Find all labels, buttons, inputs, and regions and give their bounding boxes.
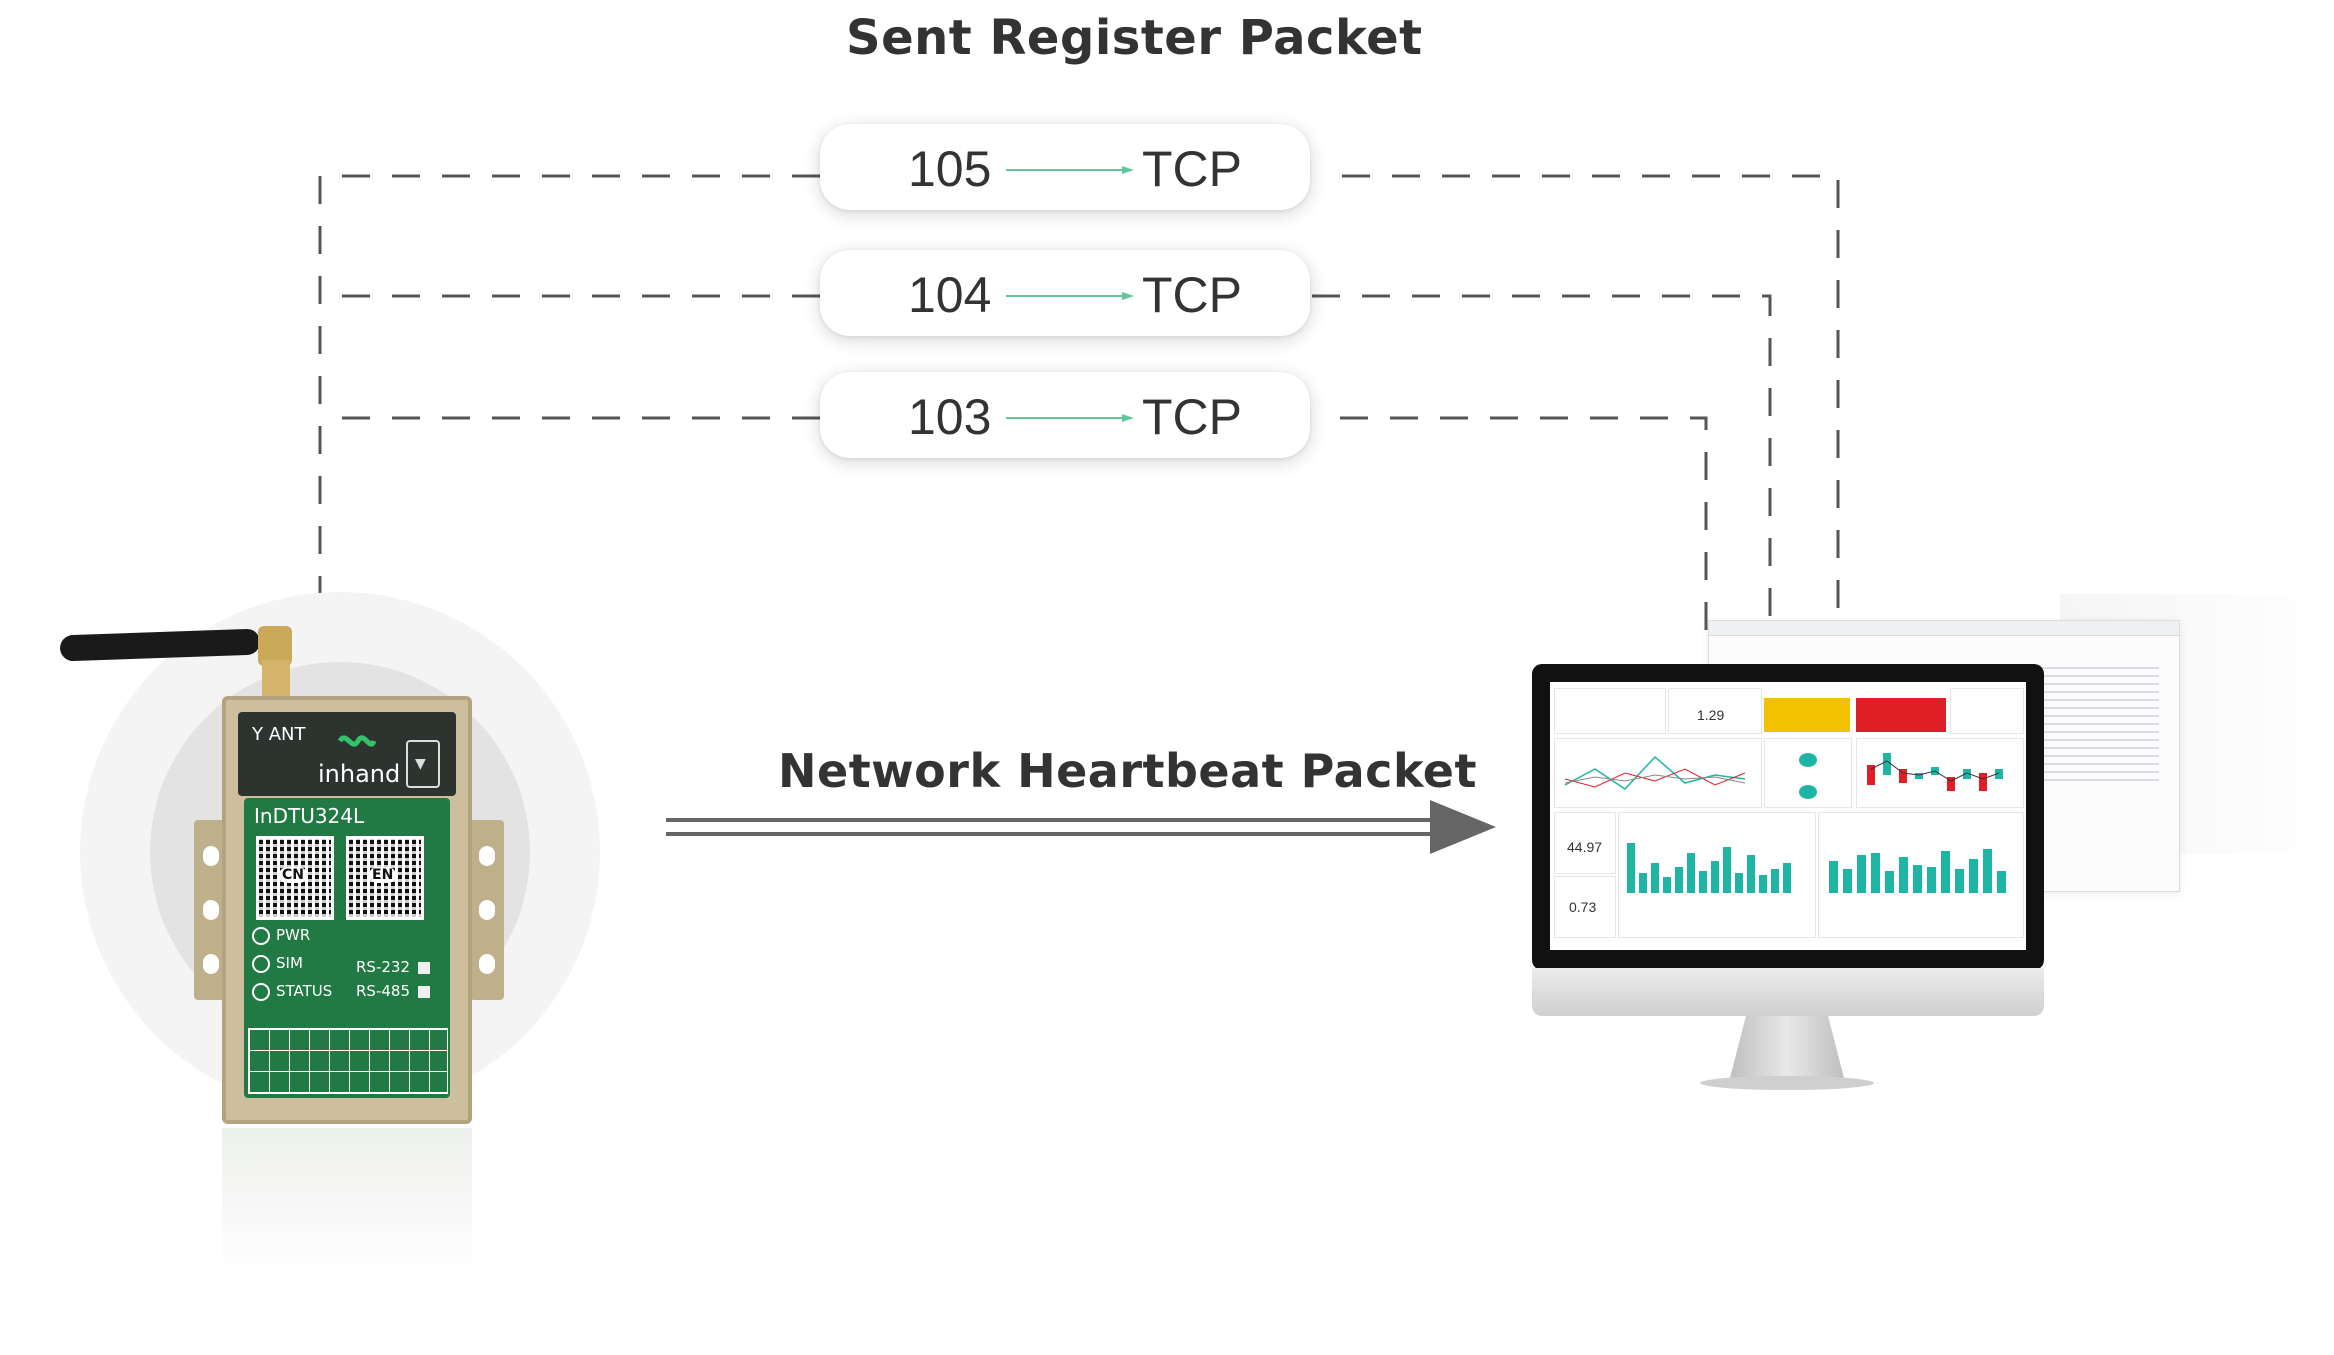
waterfall-chart-card: [1856, 738, 2024, 808]
bar-chart: [1829, 849, 2006, 893]
device-top-panel: Y ANT inhand ▼: [238, 712, 456, 796]
dashboard-card: [1950, 688, 2024, 734]
antenna-label-text: ANT: [268, 724, 306, 745]
port-indicator-icon: [418, 961, 430, 974]
kpi-value: 44.97: [1567, 839, 1603, 855]
device-model: InDTU324L: [254, 804, 365, 828]
line-chart: [1564, 755, 1746, 790]
tree-list: [2039, 661, 2159, 781]
led-pwr: PWR: [252, 926, 310, 945]
monitor-foot: [1700, 1076, 1874, 1090]
line-105-right: [1342, 174, 1840, 620]
waterfall-chart: [1867, 753, 2003, 791]
register-title: Sent Register Packet: [846, 10, 1423, 66]
led-icon: [252, 954, 270, 973]
led-label: STATUS: [276, 982, 333, 1000]
line-104-right: [1312, 294, 1772, 640]
antenna-connector: [262, 660, 290, 700]
port-label: RS-485: [356, 982, 410, 1000]
kpi-card-red: [1856, 698, 1946, 732]
qr-code-en: EN: [346, 836, 424, 920]
heartbeat-title: Network Heartbeat Packet: [778, 744, 1477, 798]
packet-pill-103: 103 TCP: [820, 372, 1310, 458]
led-sim: SIM: [252, 954, 303, 973]
dashboard-card: 44.97: [1554, 812, 1616, 874]
dashboard-card: 1.29: [1668, 688, 1762, 734]
qr-code-cn: CN: [256, 836, 334, 920]
sim-slot-icon: ▼: [406, 740, 440, 788]
antenna-joint: [258, 626, 292, 666]
arrow-right-icon: [1006, 414, 1134, 422]
packet-protocol: TCP: [1142, 141, 1242, 197]
kpi-value: 1.29: [1697, 707, 1725, 723]
brand-text: inhand: [318, 760, 401, 788]
monitor-chin: [1532, 968, 2044, 1016]
antenna-small-icon: Y: [252, 724, 263, 745]
arrow-right-icon: [1006, 292, 1134, 300]
packet-protocol: TCP: [1142, 267, 1242, 323]
packet-id: 105: [908, 141, 992, 197]
bar-chart: [1627, 843, 1791, 893]
pie-icon: [1799, 753, 1817, 767]
packet-id: 104: [908, 267, 992, 323]
line-105-left: [318, 174, 820, 600]
port-label: RS-232: [356, 958, 410, 976]
monitor: 1.29: [1532, 664, 2044, 970]
packet-protocol: TCP: [1142, 389, 1242, 445]
led-icon: [252, 926, 270, 945]
device-front-panel: InDTU324L CN EN PWR SIM STATUS RS-232 RS…: [244, 798, 450, 1098]
pie-icon: [1799, 785, 1817, 799]
port-indicator-icon: [418, 985, 430, 998]
port-rs485: RS-485: [356, 982, 430, 1000]
packet-pill-104: 104 TCP: [820, 250, 1310, 336]
packet-pill-105: 105 TCP: [820, 124, 1310, 210]
window-titlebar: [1709, 621, 2179, 636]
kpi-card-yellow: [1764, 698, 1850, 732]
led-status: STATUS: [252, 982, 332, 1001]
dashboard-card: 0.73: [1554, 876, 1616, 938]
qr-label-cn: CN: [279, 867, 307, 883]
led-label: PWR: [276, 926, 311, 944]
dashboard-card: [1554, 688, 1666, 734]
qr-label-en: EN: [369, 867, 397, 883]
mount-ear-right: [470, 820, 504, 1000]
port-rs232: RS-232: [356, 958, 430, 976]
terminal-block: [248, 1028, 448, 1094]
monitor-stand: [1730, 1016, 1844, 1078]
inhand-logo-icon: [337, 735, 376, 747]
line-103-right: [1340, 416, 1708, 640]
led-icon: [252, 982, 270, 1001]
bar-chart-card: [1618, 812, 1816, 938]
gauge-card: [1764, 738, 1852, 808]
dashboard-screen: 1.29: [1550, 682, 2026, 950]
bar-chart-card: [1818, 812, 2024, 938]
line-chart-card: [1554, 738, 1762, 808]
kpi-value: 0.73: [1569, 899, 1597, 915]
packet-id: 103: [908, 389, 992, 445]
line-104-left: [334, 290, 820, 298]
led-label: SIM: [276, 954, 303, 972]
arrow-right-icon: [1006, 166, 1134, 174]
heartbeat-arrow: [666, 800, 1496, 854]
device-reflection: [222, 1128, 472, 1278]
antenna-label: Y ANT: [252, 724, 306, 745]
